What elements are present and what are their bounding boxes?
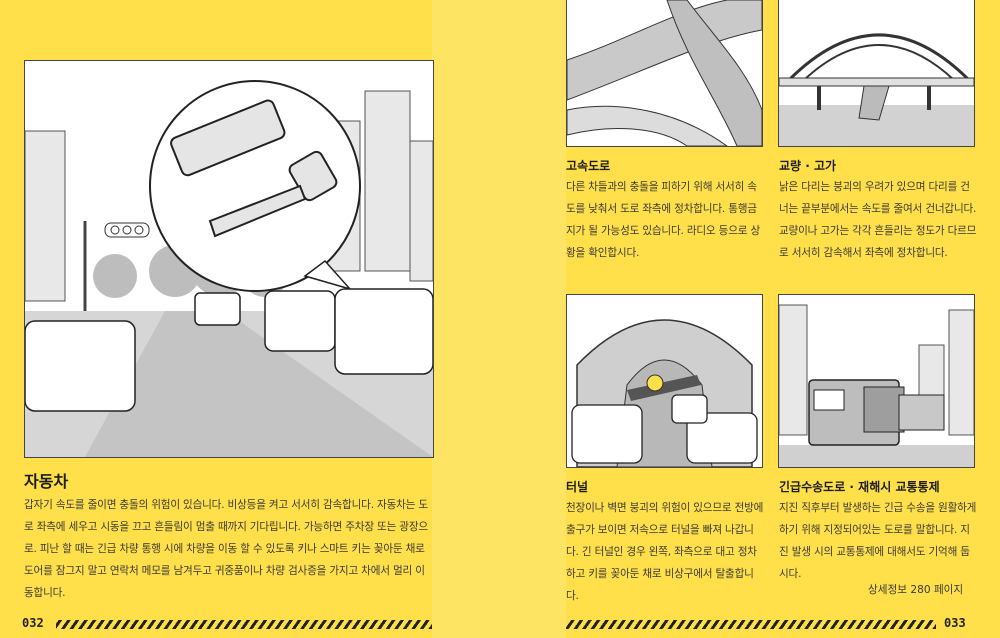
emergency-road-illustration (778, 294, 975, 468)
bridge-illustration (778, 0, 975, 147)
section-body-emergency-road: 지진 직후부터 발생하는 긴급 수송을 원활하게 하기 위해 지정되어있는 도로… (779, 502, 977, 580)
page-number-right: 033 (944, 616, 966, 630)
car-illustration (24, 60, 434, 458)
section-body-car: 갑자기 속도를 줄이면 충돌의 위험이 있습니다. 비상등을 켜고 서서히 감속… (24, 499, 428, 599)
reference-note: 상세정보 280 페이지 (868, 584, 964, 596)
page-gutter (432, 0, 566, 638)
page-number-left: 032 (22, 616, 44, 630)
highway-illustration (566, 0, 763, 147)
section-heading-bridge: 교량 · 고가 (779, 159, 837, 173)
section-body-highway: 다른 차들과의 충돌을 피하기 위해 서서히 속도를 낮춰서 도로 좌측에 정차… (566, 181, 761, 259)
section-heading-car: 자동차 (24, 472, 69, 491)
section-heading-highway: 고속도로 (566, 159, 611, 173)
section-body-tunnel: 천장이나 벽면 붕괴의 위험이 있으므로 전방에 출구가 보이면 저속으로 터널… (566, 502, 764, 602)
decorative-stripe-right (566, 620, 936, 629)
decorative-stripe-left (56, 620, 432, 629)
section-body-bridge: 낡은 다리는 붕괴의 우려가 있으며 다리를 건너는 끝부분에서는 속도를 줄여… (779, 181, 977, 259)
section-heading-tunnel: 터널 (566, 480, 589, 494)
section-heading-emergency-road: 긴급수송도로 · 재해시 교통통제 (779, 480, 940, 494)
tunnel-illustration (566, 294, 763, 468)
